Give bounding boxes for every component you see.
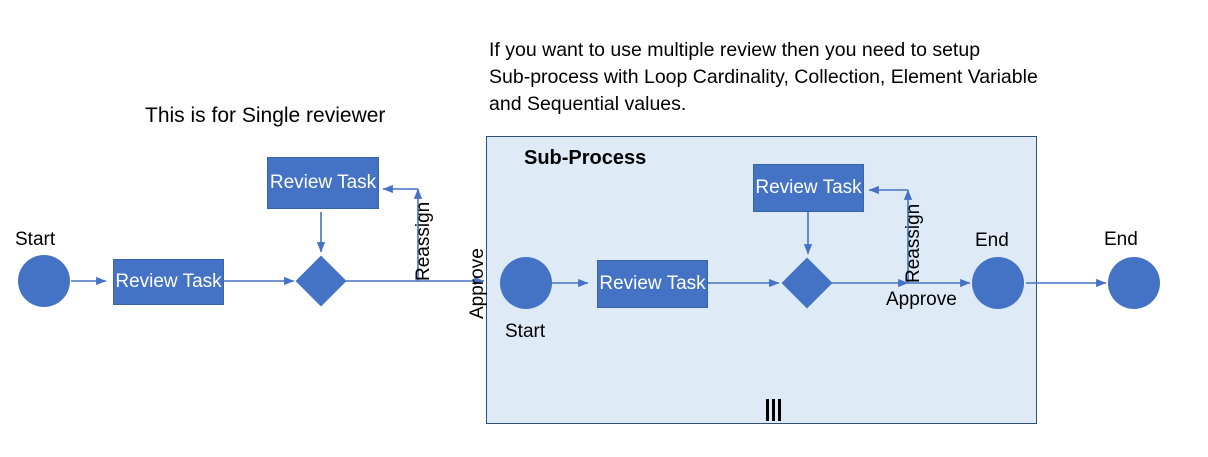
- single-reviewer-caption: This is for Single reviewer: [145, 104, 386, 127]
- gateway-single[interactable]: [295, 255, 347, 307]
- approve-label-subprocess: Approve: [886, 289, 957, 310]
- parallel-marker-bar-1: [766, 399, 769, 421]
- annotation-note-line-2: Sub-process with Loop Cardinality, Colle…: [489, 66, 1038, 88]
- task-review-subprocess[interactable]: Review Task: [597, 260, 708, 308]
- start-event-single[interactable]: [18, 255, 70, 307]
- parallel-marker-bar-2: [772, 399, 775, 421]
- approve-label-single: Approve: [467, 248, 488, 319]
- subprocess-title: Sub-Process: [524, 147, 647, 169]
- end-event-subprocess[interactable]: [972, 257, 1024, 309]
- task-review-subprocess-label: Review Task: [599, 273, 706, 294]
- start-label-subprocess: Start: [505, 321, 546, 342]
- reassign-label-subprocess: Reassign: [903, 203, 924, 283]
- task-review-upper-subprocess[interactable]: Review Task: [753, 164, 864, 212]
- end-label-subprocess: End: [975, 230, 1009, 251]
- task-review-upper-subprocess-label: Review Task: [755, 177, 862, 198]
- annotation-note-line-3: and Sequential values.: [489, 93, 687, 115]
- reassign-label-single: Reassign: [413, 201, 434, 281]
- task-review-single[interactable]: Review Task: [113, 259, 224, 305]
- end-event-outer[interactable]: [1108, 257, 1160, 309]
- start-label-single: Start: [15, 229, 56, 250]
- task-review-single-label: Review Task: [115, 271, 222, 292]
- end-label-outer: End: [1104, 229, 1138, 250]
- start-event-subprocess[interactable]: [500, 257, 552, 309]
- annotation-note-line-1: If you want to use multiple review then …: [489, 39, 981, 61]
- parallel-marker-bar-3: [778, 399, 781, 421]
- task-review-upper-single[interactable]: Review Task: [267, 157, 379, 209]
- task-review-upper-single-label: Review Task: [269, 172, 377, 193]
